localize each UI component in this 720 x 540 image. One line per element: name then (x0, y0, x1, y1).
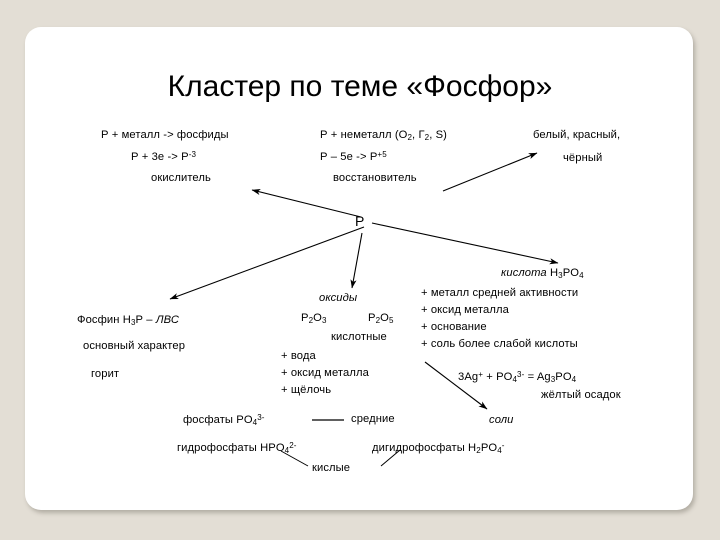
oxides-reagent-2: + оксид металла (281, 367, 369, 379)
salts-hydro-name-sub: 4 (284, 446, 290, 456)
oxidizer-line-3: окислитель (151, 172, 211, 184)
salts-dihydro-name-sub1: 2 (476, 446, 481, 456)
oxides-formula-2-sub2: 5 (388, 316, 394, 326)
reducer-line-2-text: Р – 5е -> Р (320, 151, 378, 164)
oxides-label: оксиды (319, 292, 358, 304)
salts-middle-name: фосфаты PO43- (183, 413, 265, 427)
acid-formula-b: PO (562, 267, 580, 279)
salts-middle-name-a: фосфаты PO (183, 414, 253, 427)
oxides-kind: кислотные (331, 331, 387, 343)
reducer-line-1-sub2: 2 (424, 133, 430, 143)
center-node-p: P (355, 213, 365, 229)
silver-eq-sub1: 4 (512, 375, 518, 385)
oxides-formula-2-sub1: 2 (375, 316, 381, 326)
salts-middle-name-sub: 4 (252, 418, 258, 428)
silver-eq-sub2: 3 (550, 375, 556, 385)
oxidizer-line-2-charge: -3 (188, 150, 197, 159)
oxidizer-line-1: Р + металл -> фосфиды (101, 129, 229, 141)
oxides-formula-1-b: O (313, 312, 322, 324)
reducer-line-1: Р + неметалл (O2, Г2, S) (320, 129, 447, 142)
phosphine-sub: 3 (130, 318, 136, 328)
oxides-formula-2-a: P (368, 312, 376, 324)
reducer-line-3: восстановитель (333, 172, 417, 184)
silver-test-precipitate: жёлтый осадок (541, 389, 621, 401)
reducer-line-1-sub1: 2 (407, 133, 413, 143)
reducer-line-1-b: , Г (412, 129, 425, 141)
phosphine-abbr: ЛВС (155, 314, 180, 326)
silver-eq-c: = Ag (524, 371, 551, 384)
phosphine-line-1: Фосфин Н3Р – ЛВС (77, 314, 179, 327)
phosphine-line-3: горит (91, 368, 120, 380)
oxidizer-line-2-text: Р + 3е -> Р (131, 151, 189, 164)
oxides-formula-1: P2O3 (301, 312, 327, 325)
acid-reagent-1: + металл средней активности (421, 287, 579, 299)
acid-formula-sub1: 3 (558, 271, 563, 281)
acid-reagent-2: + оксид металла (421, 304, 509, 316)
silver-test-equation: 3Ag+ + PO43- = Ag3PO4 (458, 370, 576, 384)
page-title: Кластер по теме «Фосфор» (167, 70, 553, 103)
salts-dihydro-name-b: PO (480, 442, 498, 455)
oxidizer-line-2: Р + 3е -> Р-3 (131, 150, 196, 164)
silver-eq-d: PO (555, 371, 572, 384)
salts-dihydro-name: дигидрофосфаты H2PO4- (372, 441, 505, 455)
silver-eq-sup2: 3- (517, 370, 525, 379)
salts-middle-type: средние (351, 413, 395, 425)
phosphine-formula-tail: Р – (135, 314, 156, 326)
oxides-formula-1-a: P (301, 312, 309, 324)
oxides-formula-2: P2O5 (368, 312, 394, 325)
acid-label-word: кислота (501, 267, 550, 279)
silver-eq-a: 3Ag (458, 371, 479, 384)
acid-formula-sub2: 4 (579, 271, 584, 281)
acid-reagent-4: + соль более слабой кислоты (421, 338, 578, 350)
reducer-line-1-a: Р + неметалл (O (320, 129, 408, 141)
salts-dihydro-name-a: дигидрофосфаты H (372, 442, 477, 455)
salts-hydro-name: гидрофосфаты HPO42- (177, 441, 297, 455)
salts-label: соли (489, 414, 514, 426)
silver-eq-b: + PO (483, 371, 513, 384)
oxides-formula-1-sub2: 3 (321, 316, 327, 326)
allotropes-line-1: белый, красный, (533, 129, 621, 141)
acid-label: кислота H3PO4 (501, 267, 584, 280)
silver-eq-sub3: 4 (571, 375, 577, 385)
reducer-line-1-c: , S) (429, 129, 448, 141)
phosphine-name: Фосфин Н (77, 314, 131, 326)
reducer-line-2: Р – 5е -> Р+5 (320, 150, 387, 164)
oxides-formula-1-sub1: 2 (308, 316, 314, 326)
phosphine-line-2: основный характер (83, 340, 186, 352)
acid-reagent-3: + основание (421, 321, 487, 333)
salts-hydro-name-a: гидрофосфаты HPO (177, 442, 285, 455)
acid-formula-a: H (549, 267, 559, 279)
salts-middle-name-sup: 3- (257, 413, 265, 422)
reducer-line-2-charge: +5 (377, 150, 387, 159)
oxides-reagent-3: + щёлочь (281, 384, 332, 396)
salts-dihydro-name-sub2: 4 (497, 446, 502, 456)
allotropes-line-2: чёрный (563, 152, 603, 164)
silver-eq-sup1: + (478, 370, 484, 379)
salts-hydro-name-sup: 2- (289, 441, 297, 450)
oxides-reagent-1: + вода (281, 350, 316, 362)
oxides-formula-2-b: O (380, 312, 389, 324)
salts-acidic-type: кислые (312, 462, 351, 474)
salts-dihydro-name-sup: - (501, 441, 505, 450)
